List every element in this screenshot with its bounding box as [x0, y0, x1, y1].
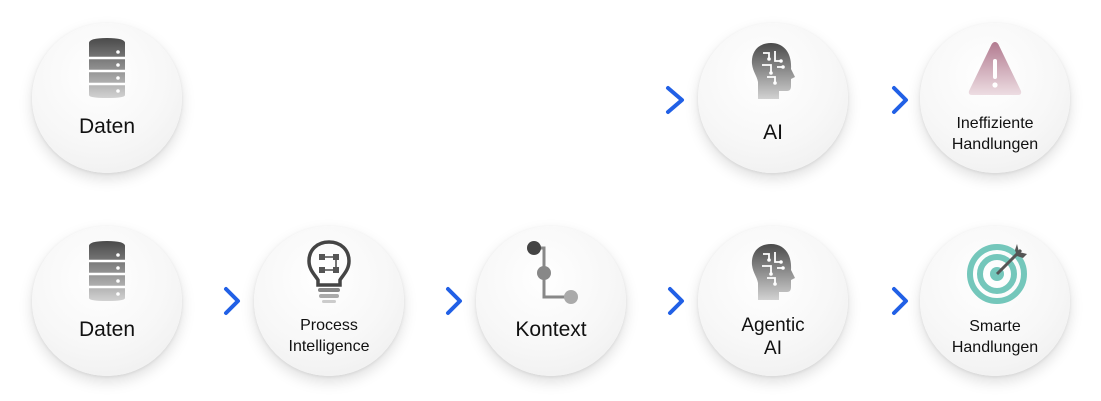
label-agentic-ai: Agentic AI — [706, 314, 840, 360]
brain-head-icon — [751, 244, 795, 300]
label-agentic-line1: Agentic — [741, 315, 805, 336]
label-ineffiziente-line1: Ineffiziente — [956, 115, 1034, 132]
arrow-agentic-to-smarte — [860, 287, 908, 315]
arrow-ai-to-ineffiziente — [860, 86, 908, 114]
label-daten-top: Daten — [78, 115, 136, 138]
arrow-daten-to-ai — [190, 86, 684, 114]
node-agentic-ai: Agentic AI — [698, 226, 848, 376]
label-daten-bottom: Daten — [78, 318, 136, 341]
database-icon — [89, 241, 125, 301]
label-agentic-line2: AI — [764, 338, 782, 359]
lightbulb-process-icon — [307, 240, 351, 303]
branch-nodes-icon — [527, 241, 578, 304]
warning-icon — [968, 42, 1022, 95]
node-daten-bottom: Daten — [32, 226, 182, 376]
label-process-intelligence: Process Intelligence — [262, 315, 396, 357]
label-kontext: Kontext — [515, 318, 587, 341]
node-ai: AI — [698, 23, 848, 173]
brain-head-icon — [751, 43, 795, 99]
node-daten-top: Daten — [32, 23, 182, 173]
arrow-kontext-to-agentic — [636, 287, 684, 315]
label-ineffiziente-handlungen: Ineffiziente Handlungen — [928, 113, 1062, 155]
label-smarte-line2: Handlungen — [951, 339, 1039, 356]
node-ineffiziente-handlungen: Ineffiziente Handlungen — [920, 23, 1070, 173]
target-icon — [967, 244, 1027, 304]
database-icon — [89, 38, 125, 98]
arrow-process-to-kontext — [414, 287, 462, 315]
node-smarte-handlungen: Smarte Handlungen — [920, 226, 1070, 376]
node-process-intelligence: Process Intelligence — [254, 226, 404, 376]
arrow-daten-to-process — [192, 287, 240, 315]
label-smarte-line1: Smarte — [969, 318, 1021, 335]
node-kontext: Kontext — [476, 226, 626, 376]
label-process-line2: Intelligence — [288, 338, 370, 355]
label-ineffiziente-line2: Handlungen — [951, 136, 1039, 153]
label-ai: AI — [763, 121, 783, 144]
label-process-line1: Process — [300, 317, 358, 334]
label-smarte-handlungen: Smarte Handlungen — [928, 316, 1062, 358]
